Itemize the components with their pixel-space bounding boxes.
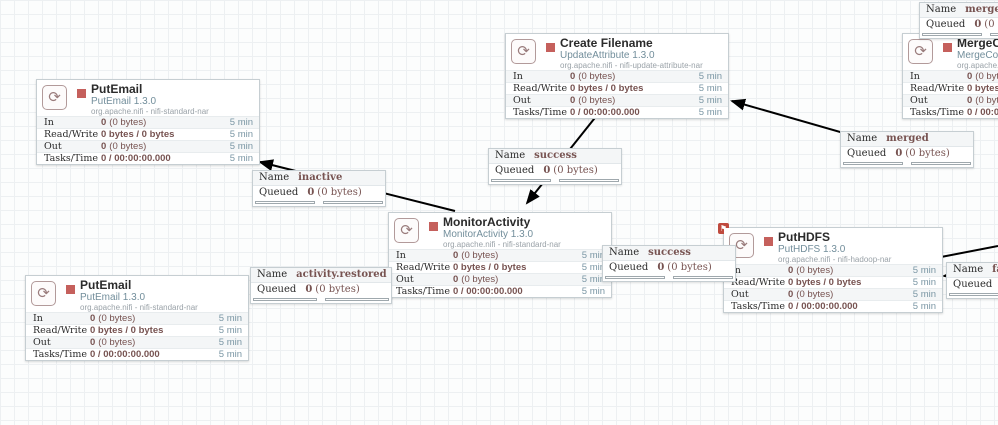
queue-size-bars: [920, 32, 998, 38]
stat-row-in: In 0(0 bytes) 5 min: [724, 264, 942, 276]
queue-size-bars: [947, 292, 998, 298]
processor-type: PutHDFS 1.3.0: [778, 244, 846, 255]
processor-name: PutHDFS: [778, 230, 830, 244]
stopped-status-icon: [943, 43, 952, 52]
stopped-status-icon: [77, 89, 86, 98]
processor-type: UpdateAttribute 1.3.0: [560, 50, 655, 61]
stat-row-tasks: Tasks/Time 0 / 00:00:00.000 5 min: [506, 106, 728, 118]
connection-line-outgoing-right[interactable]: [940, 245, 998, 258]
stat-row-out: Out 0(0 bytes) 5 min: [724, 288, 942, 300]
processor-putemail-top[interactable]: ⟳ PutEmail PutEmail 1.3.0 org.apache.nif…: [36, 79, 260, 165]
processor-type: MonitorActivity 1.3.0: [443, 229, 534, 240]
stat-row-out: Out 0(0 bytes) 5 min: [506, 94, 728, 106]
processor-header: ⟳ PutHDFS PutHDFS 1.3.0 org.apache.nifi …: [724, 228, 942, 264]
stat-row-readwrite: Read/Write 0 bytes / 0 bytes 5 min: [389, 261, 611, 273]
processor-bundle: org.apache.nifi - nifi-standard-nar: [91, 107, 209, 116]
stat-row-tasks: Tasks/Time 0 / 00:00:00.000 5 min: [724, 300, 942, 312]
processor-name: MergeContent: [957, 36, 998, 50]
stat-row-in: In 0(0 bytes) 5 min: [506, 70, 728, 82]
processor-bundle: org.apache.nifi - nifi-update-attribute-…: [560, 61, 703, 70]
stat-row-out: Out 0(0 bytes) 5 min: [26, 336, 248, 348]
stat-row-out: Out 0(0 bytes) 5 min: [37, 140, 259, 152]
processor-header: ⟳ MergeContent MergeContent 1.3.0 org.ap…: [903, 34, 998, 70]
stat-row-readwrite: Read/Write 0 bytes / 0 bytes 5 min: [26, 324, 248, 336]
stat-row-readwrite: Read/Write 0 bytes / 0 bytes 5 min: [506, 82, 728, 94]
processor-name: PutEmail: [91, 82, 143, 96]
stat-row-in: In 0(0 bytes) 5 min: [26, 312, 248, 324]
processor-type: MergeContent 1.3.0: [957, 50, 998, 61]
stat-row-in: In 0(0 bytes) 5 min: [37, 116, 259, 128]
stat-row-tasks: Tasks/Time 0 / 00:00:00.000 5 min: [37, 152, 259, 164]
processor-icon: ⟳: [394, 218, 419, 243]
stopped-status-icon: [429, 222, 438, 231]
stat-row-in: In 0(0 bytes) 5 min: [903, 70, 998, 82]
stat-row-tasks: Tasks/Time 0 / 00:00:00.000 5 min: [26, 348, 248, 360]
processor-puthdfs[interactable]: ⚑ ⟳ PutHDFS PutHDFS 1.3.0 org.apache.nif…: [718, 223, 943, 313]
stopped-status-icon: [66, 285, 75, 294]
processor-putemail-bottom[interactable]: ⟳ PutEmail PutEmail 1.3.0 org.apache.nif…: [25, 275, 249, 361]
stat-row-out: Out 0(0 bytes) 5 min: [389, 273, 611, 285]
processor-type: PutEmail 1.3.0: [91, 96, 157, 107]
processor-bundle: org.apache.nifi - nifi-hadoop-nar: [778, 255, 892, 264]
stat-row-readwrite: Read/Write 0 bytes / 0 bytes 5 min: [903, 82, 998, 94]
processor-header: ⟳ PutEmail PutEmail 1.3.0 org.apache.nif…: [37, 80, 259, 116]
stat-row-tasks: Tasks/Time 0 / 00:00:00.000 5 min: [903, 106, 998, 118]
processor-name: MonitorActivity: [443, 215, 531, 229]
queue-size-bars: [489, 178, 621, 184]
processor-name: Create Filename: [560, 36, 653, 50]
stat-row-readwrite: Read/Write 0 bytes / 0 bytes 5 min: [37, 128, 259, 140]
stat-row-out: Out 0(0 bytes) 5 min: [903, 94, 998, 106]
processor-header: ⟳ PutEmail PutEmail 1.3.0 org.apache.nif…: [26, 276, 248, 312]
processor-icon: ⟳: [511, 39, 536, 64]
stat-row-in: In 0(0 bytes) 5 min: [389, 249, 611, 261]
processor-name: PutEmail: [80, 278, 132, 292]
processor-bundle: org.apache.nifi - nifi-standard-nar: [443, 240, 561, 249]
queue-size-bars: [253, 200, 385, 206]
processor-icon: ⟳: [908, 39, 933, 64]
processor-header: ⟳ MonitorActivity MonitorActivity 1.3.0 …: [389, 213, 611, 249]
warning-badge-icon: ⚑: [718, 223, 729, 234]
processor-header: ⟳ Create Filename UpdateAttribute 1.3.0 …: [506, 34, 728, 70]
processor-mergecontent[interactable]: ⟳ MergeContent MergeContent 1.3.0 org.ap…: [902, 33, 998, 119]
processor-bundle: org.apache.nifi - nifi-standard-nar: [957, 61, 998, 70]
stopped-status-icon: [764, 237, 773, 246]
stopped-status-icon: [546, 43, 555, 52]
stat-row-tasks: Tasks/Time 0 / 00:00:00.000 5 min: [389, 285, 611, 297]
stat-row-readwrite: Read/Write 0 bytes / 0 bytes 5 min: [724, 276, 942, 288]
processor-type: PutEmail 1.3.0: [80, 292, 146, 303]
queue-size-bars: [841, 161, 973, 167]
processor-icon: ⟳: [31, 281, 56, 306]
processor-icon: ⟳: [42, 85, 67, 110]
processor-create-filename[interactable]: ⟳ Create Filename UpdateAttribute 1.3.0 …: [505, 33, 729, 119]
queue-size-bars: [603, 275, 735, 281]
processor-monitor-activity[interactable]: ⟳ MonitorActivity MonitorActivity 1.3.0 …: [388, 212, 612, 298]
processor-bundle: org.apache.nifi - nifi-standard-nar: [80, 303, 198, 312]
queue-size-bars: [251, 297, 391, 303]
